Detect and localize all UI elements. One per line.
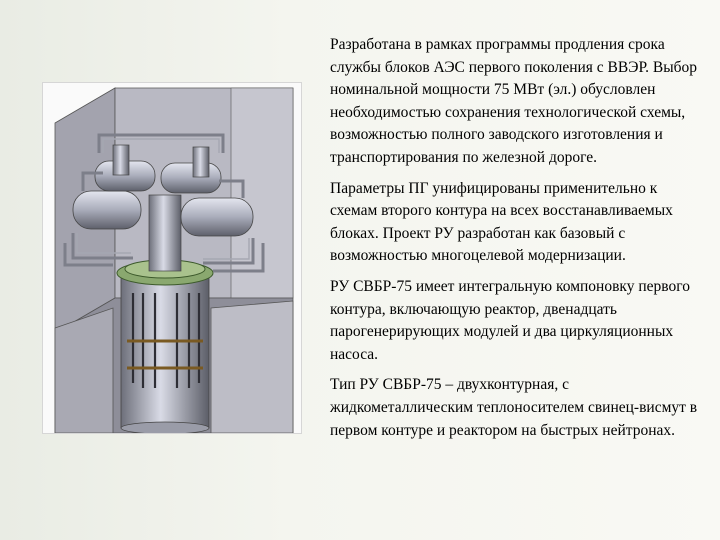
paragraph-origin: Разработана в рамках программы продления… (330, 36, 698, 166)
paragraph-sg-parameters: Параметры ПГ унифицированы применительно… (330, 179, 673, 265)
reactor-illustration (42, 82, 302, 434)
description-text: Разработана в рамках программы продления… (330, 34, 706, 450)
paragraph-type: Тип РУ СВБР-75 – двухконтурная, с жидком… (330, 376, 698, 439)
reactor-cutaway-drawing (54, 87, 294, 433)
paragraph-layout: РУ СВБР-75 имеет интегральную компоновку… (330, 277, 690, 363)
